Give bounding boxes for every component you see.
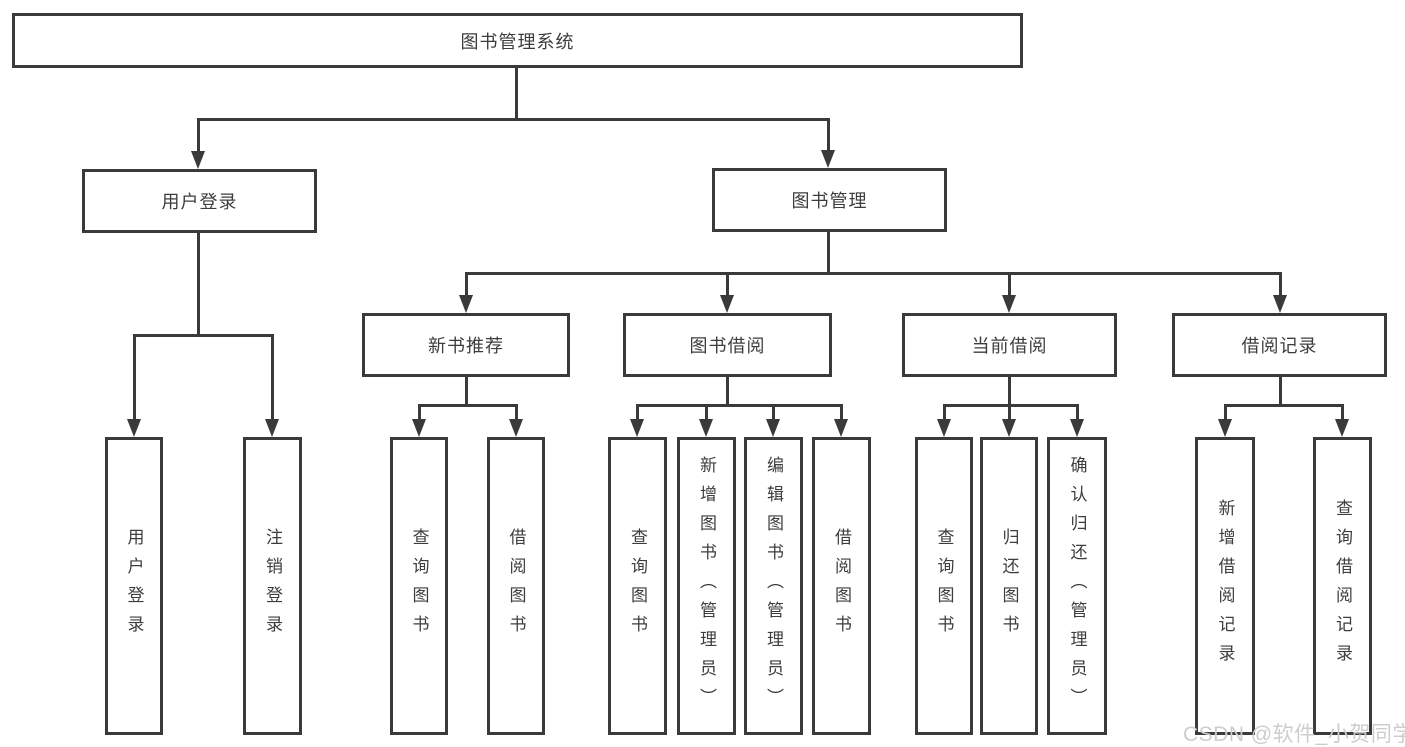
arrow-down-icon <box>937 419 951 437</box>
leaf-confirm-return-admin-label: 确认归还（管理员） <box>1067 455 1087 717</box>
leaf-recommend-query-books: 查询图书 <box>390 437 448 735</box>
node-book-borrow-label: 图书借阅 <box>689 336 766 356</box>
connector-stub <box>465 377 468 407</box>
connector-rail <box>636 404 842 407</box>
leaf-user-login: 用户登录 <box>105 437 163 735</box>
arrow-down-icon <box>1070 419 1084 437</box>
leaf-recommend-borrow-books-label: 借阅图书 <box>506 528 526 644</box>
leaf-query-borrow-record-label: 查询借阅记录 <box>1333 499 1352 673</box>
leaf-edit-books-admin-label: 编辑图书（管理员） <box>764 455 783 717</box>
leaf-borrow-query-books-label: 查询图书 <box>628 528 647 644</box>
connector-drop-leaf <box>840 404 843 420</box>
connector-drop-leaf <box>133 334 136 420</box>
arrow-down-icon <box>630 419 644 437</box>
node-book-management: 图书管理 <box>712 168 947 232</box>
leaf-confirm-return-admin: 确认归还（管理员） <box>1047 437 1107 735</box>
connector-drop-leaf <box>418 404 421 420</box>
node-book-borrow: 图书借阅 <box>623 313 832 377</box>
leaf-add-borrow-record: 新增借阅记录 <box>1195 437 1255 735</box>
arrow-down-icon <box>720 295 734 313</box>
connector-root-rail <box>197 118 830 121</box>
leaf-add-books-admin-label: 新增图书（管理员） <box>697 455 716 717</box>
node-new-book-recommend: 新书推荐 <box>362 313 570 377</box>
connector-drop-leaf <box>271 334 274 420</box>
node-user-login-label: 用户登录 <box>161 192 238 212</box>
connector-drop-leaf <box>1076 404 1079 420</box>
arrow-down-icon <box>1218 419 1232 437</box>
connector-stub <box>1008 377 1011 407</box>
connector-user-login-stub <box>197 233 200 337</box>
arrow-down-icon <box>821 150 835 168</box>
leaf-recommend-borrow-books: 借阅图书 <box>487 437 545 735</box>
node-borrow-records-label: 借阅记录 <box>1241 336 1318 356</box>
connector-book-management-stub <box>827 232 830 275</box>
connector-drop-leaf <box>1008 404 1011 420</box>
connector-drop-leaf <box>943 404 946 420</box>
connector-root-stub <box>515 68 518 120</box>
leaf-add-books-admin: 新增图书（管理员） <box>677 437 736 735</box>
connector-drop-book-management <box>827 118 830 151</box>
connector-drop-node <box>465 272 468 296</box>
arrow-down-icon <box>412 419 426 437</box>
connector-drop-leaf <box>636 404 639 420</box>
csdn-watermark: CSDN @软件_小贺同学 <box>1183 723 1405 746</box>
leaf-current-query-books: 查询图书 <box>915 437 973 735</box>
arrow-down-icon <box>699 419 713 437</box>
connector-drop-leaf <box>515 404 518 420</box>
node-book-management-label: 图书管理 <box>791 191 868 211</box>
arrow-down-icon <box>265 419 279 437</box>
arrow-down-icon <box>1273 295 1287 313</box>
connector-user-login-rail <box>133 334 274 337</box>
connector-drop-user-login <box>197 118 200 152</box>
arrow-down-icon <box>127 419 141 437</box>
connector-drop-node <box>1008 272 1011 296</box>
leaf-query-borrow-record: 查询借阅记录 <box>1313 437 1372 735</box>
connector-drop-leaf <box>1224 404 1227 420</box>
connector-rail <box>1224 404 1343 407</box>
leaf-borrow-query-books: 查询图书 <box>608 437 667 735</box>
arrow-down-icon <box>509 419 523 437</box>
node-library-system: 图书管理系统 <box>12 13 1023 68</box>
connector-drop-node <box>726 272 729 296</box>
arrow-down-icon <box>1335 419 1349 437</box>
node-new-book-recommend-label: 新书推荐 <box>428 336 504 356</box>
leaf-borrow-books-label: 借阅图书 <box>832 528 851 644</box>
node-library-system-label: 图书管理系统 <box>460 31 575 52</box>
connector-drop-leaf <box>705 404 708 420</box>
node-current-borrow: 当前借阅 <box>902 313 1117 377</box>
connector-drop-leaf <box>1341 404 1344 420</box>
leaf-borrow-books: 借阅图书 <box>812 437 871 735</box>
connector-stub <box>726 377 729 407</box>
leaf-logout: 注销登录 <box>243 437 302 735</box>
leaf-return-books: 归还图书 <box>980 437 1038 735</box>
arrow-down-icon <box>834 419 848 437</box>
leaf-recommend-query-books-label: 查询图书 <box>409 528 429 644</box>
connector-book-management-rail <box>465 272 1282 275</box>
arrow-down-icon <box>191 151 205 169</box>
arrow-down-icon <box>766 419 780 437</box>
connector-rail <box>418 404 518 407</box>
node-current-borrow-label: 当前借阅 <box>971 336 1048 356</box>
leaf-edit-books-admin: 编辑图书（管理员） <box>744 437 803 735</box>
leaf-user-login-label: 用户登录 <box>124 528 144 644</box>
leaf-logout-label: 注销登录 <box>263 528 282 644</box>
arrow-down-icon <box>1002 295 1016 313</box>
connector-drop-node <box>1279 272 1282 296</box>
connector-stub <box>1279 377 1282 407</box>
arrow-down-icon <box>459 295 473 313</box>
node-borrow-records: 借阅记录 <box>1172 313 1387 377</box>
leaf-current-query-books-label: 查询图书 <box>934 528 954 644</box>
leaf-add-borrow-record-label: 新增借阅记录 <box>1215 499 1235 673</box>
connector-drop-leaf <box>772 404 775 420</box>
node-user-login: 用户登录 <box>82 169 317 233</box>
leaf-return-books-label: 归还图书 <box>999 528 1019 644</box>
arrow-down-icon <box>1002 419 1016 437</box>
